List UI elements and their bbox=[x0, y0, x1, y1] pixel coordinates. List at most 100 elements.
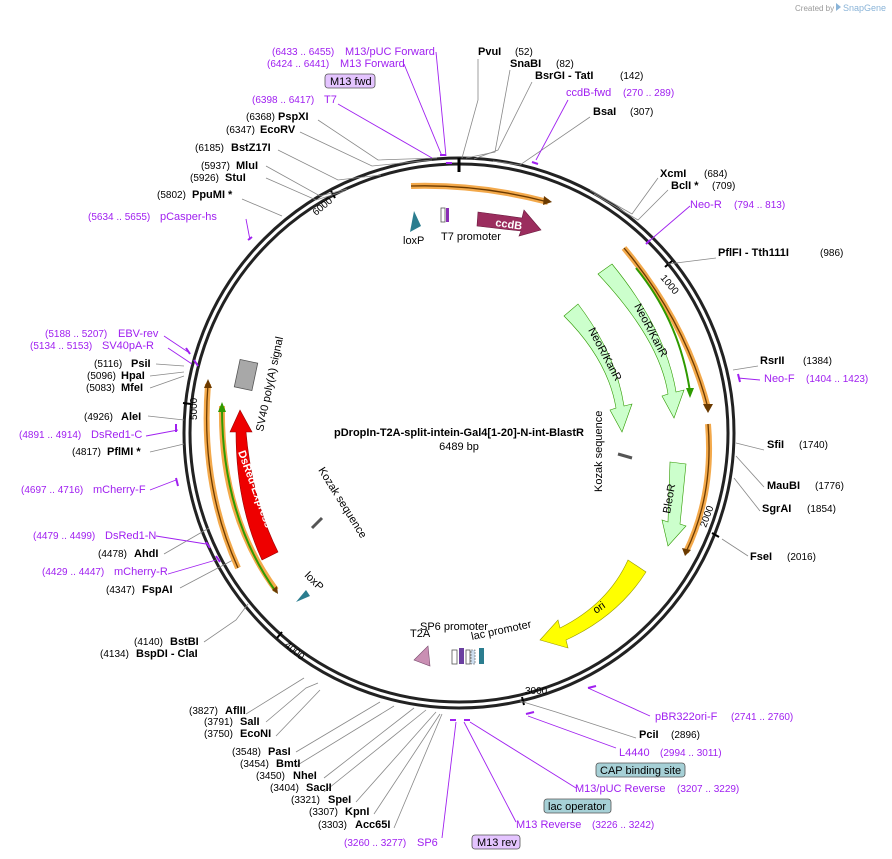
enzyme-bspdi-label: BspDI - ClaI bbox=[136, 648, 198, 660]
orf-arrowheads bbox=[204, 196, 713, 594]
kozak-right-label: Kozak sequence bbox=[593, 411, 605, 492]
enzyme-kpni-coord: (3307) bbox=[309, 807, 338, 818]
cap-binding-site-label: CAP binding site bbox=[600, 765, 681, 777]
enzyme-mfei-coord: (5083) bbox=[86, 383, 115, 394]
enzyme-spei-coord: (3321) bbox=[291, 795, 320, 806]
primer-connectors bbox=[145, 51, 761, 839]
enzyme-bcli-coord: (709) bbox=[712, 181, 735, 192]
enzyme-mfei-label: MfeI bbox=[121, 382, 143, 394]
enzyme-maubi-coord: (1776) bbox=[815, 481, 844, 492]
enzyme-econi-label: EcoNI bbox=[240, 728, 271, 740]
enzyme-sacii-coord: (3404) bbox=[270, 783, 299, 794]
enzyme-fspai-coord: (4347) bbox=[106, 585, 135, 596]
enzyme-pvui-label: PvuI bbox=[478, 46, 501, 58]
neor-outer-arrow bbox=[597, 263, 685, 419]
enzyme-kpni-label: KpnI bbox=[345, 806, 369, 818]
enzyme-snabi-label: SnaBI bbox=[510, 58, 541, 70]
primer-dsred1-c-range: (4891 .. 4914) bbox=[19, 430, 81, 441]
enzyme-bsrgi-coord: (142) bbox=[620, 71, 643, 82]
m13-rev-box-label: M13 rev bbox=[477, 837, 517, 849]
m13-fwd-box bbox=[324, 73, 376, 89]
enzyme-acc65i-label: Acc65I bbox=[355, 819, 390, 831]
t2a-arrow bbox=[413, 645, 431, 667]
enzyme-ahdi-label: AhdI bbox=[134, 548, 158, 560]
primer-ccdb-fwd-label: ccdB-fwd bbox=[566, 87, 611, 99]
t7-promoter-label: T7 promoter bbox=[441, 231, 501, 243]
primer-l4440-range: (2994 .. 3011) bbox=[660, 748, 722, 759]
tick-3000: 3000 bbox=[525, 686, 548, 697]
enzyme-maubi-label: MauBI bbox=[767, 480, 800, 492]
primer-dsred1-c-label: DsRed1-C bbox=[91, 429, 142, 441]
enzyme-bstbi-label: BstBI bbox=[170, 636, 199, 648]
enzyme-snabi-coord: (82) bbox=[556, 59, 574, 70]
primer-m13puc-fwd-range: (6433 .. 6455) bbox=[272, 47, 334, 58]
enzyme-psii-label: PsiI bbox=[131, 358, 151, 370]
primer-marks bbox=[175, 154, 741, 721]
enzyme-aflii-label: AflII bbox=[225, 705, 246, 717]
enzyme-bstz17i-label: BstZ17I bbox=[231, 142, 271, 154]
enzyme-pflfi-label: PflFI - Tth111I bbox=[718, 247, 789, 259]
bleor-label: BleoR bbox=[661, 483, 678, 515]
enzyme-pflmi-coord: (4817) bbox=[72, 447, 101, 458]
primer-mcherry-f-label: mCherry-F bbox=[93, 484, 146, 496]
kozak-left-label: Kozak sequence bbox=[315, 465, 368, 540]
primer-pbr322ori-f-range: (2741 .. 2760) bbox=[731, 712, 793, 723]
primer-ebv-rev-range: (5188 .. 5207) bbox=[45, 329, 107, 340]
neor-inner-arrow bbox=[563, 303, 633, 433]
primer-l4440-label: L4440 bbox=[619, 747, 650, 759]
enzyme-sali-label: SalI bbox=[240, 716, 260, 728]
enzyme-stui-label: StuI bbox=[225, 172, 246, 184]
primer-mcherry-r-label: mCherry-R bbox=[114, 566, 168, 578]
enzyme-rsrii-label: RsrII bbox=[760, 355, 784, 367]
enzyme-bstbi-coord: (4140) bbox=[134, 637, 163, 648]
enzyme-pspxi-coord: (6368) bbox=[246, 112, 275, 123]
enzyme-sfii-label: SfiI bbox=[767, 439, 784, 451]
primer-neo-f-label: Neo-F bbox=[764, 373, 795, 385]
primer-mcherry-f-range: (4697 .. 4716) bbox=[21, 485, 83, 496]
primer-sv40pa-r-label: SV40pA-R bbox=[102, 340, 154, 352]
enzyme-pflfi-coord: (986) bbox=[820, 248, 843, 259]
enzyme-pasi-coord: (3548) bbox=[232, 747, 261, 758]
ccdb-label: ccdB bbox=[495, 217, 523, 233]
enzyme-stui-coord: (5926) bbox=[190, 173, 219, 184]
t2a-label: T2A bbox=[410, 628, 431, 640]
enzyme-ppumi-label: PpuMI * bbox=[192, 189, 233, 201]
primer-sp6-label: SP6 bbox=[417, 837, 438, 849]
plasmid-size: 6489 bp bbox=[439, 441, 479, 453]
tick-5000: 5000 bbox=[189, 397, 200, 420]
enzyme-acc65i-coord: (3303) bbox=[318, 820, 347, 831]
enzyme-bmti-coord: (3454) bbox=[240, 759, 269, 770]
enzyme-sacii-label: SacII bbox=[306, 782, 332, 794]
m13-rev-box bbox=[471, 834, 521, 850]
enzyme-hpai-coord: (5096) bbox=[87, 371, 116, 382]
enzyme-rsrii-coord: (1384) bbox=[803, 356, 832, 367]
enzyme-hpai-label: HpaI bbox=[121, 370, 145, 382]
enzyme-alei-coord: (4926) bbox=[84, 412, 113, 423]
primer-ebv-rev-label: EBV-rev bbox=[118, 328, 159, 340]
sv40-polya-label: SV40 poly(A) signal bbox=[254, 336, 286, 433]
snapgene-logo-icon bbox=[836, 3, 841, 11]
primer-neo-f-range: (1404 .. 1423) bbox=[806, 374, 868, 385]
enzyme-bsai-coord: (307) bbox=[630, 107, 653, 118]
loxp-top-icon bbox=[410, 211, 421, 232]
neor-inner-label: NeoR/KanR bbox=[585, 326, 623, 384]
enzyme-connectors bbox=[147, 59, 765, 829]
sp6-promoter-label: SP6 promoter bbox=[420, 621, 488, 633]
dsred-express-arrow bbox=[229, 409, 279, 561]
enzyme-pvui-coord: (52) bbox=[515, 47, 533, 58]
enzyme-bmti-label: BmtI bbox=[276, 758, 300, 770]
primer-sv40pa-r-range: (5134 .. 5153) bbox=[30, 341, 92, 352]
primer-dsred1-n-range: (4479 .. 4499) bbox=[33, 531, 95, 542]
primer-pcasper-range: (5634 .. 5655) bbox=[88, 212, 150, 223]
enzyme-bspdi-coord: (4134) bbox=[100, 649, 129, 660]
primer-t7-range: (6398 .. 6417) bbox=[252, 95, 314, 106]
enzyme-econi-coord: (3750) bbox=[204, 729, 233, 740]
primer-m13puc-fwd-label: M13/pUC Forward bbox=[345, 46, 435, 58]
enzyme-pcii-coord: (2896) bbox=[671, 730, 700, 741]
primer-sp6-range: (3260 .. 3277) bbox=[344, 838, 406, 849]
t7-promoter-mark bbox=[446, 208, 449, 222]
ori-arrow bbox=[539, 559, 647, 649]
primer-m13puc-rev-range: (3207 .. 3229) bbox=[677, 784, 739, 795]
enzyme-alei-label: AleI bbox=[121, 411, 141, 423]
lac-operator-box bbox=[543, 798, 612, 814]
